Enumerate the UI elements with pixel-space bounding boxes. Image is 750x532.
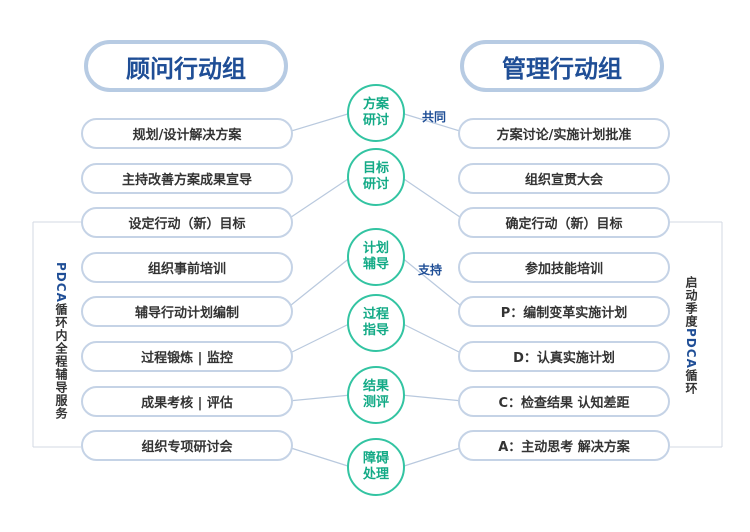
- step-circle-label: 方案研讨: [362, 97, 389, 128]
- step-circle: 计划辅导: [347, 228, 405, 286]
- connector-line: [282, 256, 352, 312]
- left-side-label-text: 循环内全程辅导服务: [54, 302, 68, 420]
- connector-line: [400, 176, 469, 223]
- management-group-title: 管理行动组: [460, 40, 664, 92]
- connector-line: [282, 176, 352, 223]
- management-task-box: D：认真实施计划: [458, 341, 670, 372]
- management-task-box: 确定行动（新）目标: [458, 207, 670, 238]
- step-circle-label: 障碍处理: [362, 451, 389, 482]
- connector-line: [400, 256, 469, 312]
- left-side-label: PDCA循环内全程辅导服务: [53, 262, 70, 420]
- consultant-task-box: 成果考核 | 评估: [81, 386, 293, 417]
- step-circle-label: 过程指导: [362, 307, 389, 338]
- support-tag: 支持: [418, 263, 443, 277]
- right-side-label-prefix: 启动季度: [684, 276, 698, 328]
- step-circle: 目标研讨: [347, 148, 405, 206]
- management-task-box: C：检查结果 认知差距: [458, 386, 670, 417]
- connector-line: [282, 322, 352, 358]
- management-task-box: 方案讨论/实施计划批准: [458, 118, 670, 149]
- consultant-group-title: 顾问行动组: [84, 40, 288, 92]
- right-side-label-text: 循环: [684, 368, 698, 395]
- connector-line: [282, 112, 352, 135]
- step-circle-label: 结果测评: [362, 379, 389, 410]
- connector-line: [400, 112, 469, 135]
- step-circle: 过程指导: [347, 294, 405, 352]
- management-task-box: 组织宣贯大会: [458, 163, 670, 194]
- right-side-label: 启动季度PDCA循环: [683, 276, 700, 395]
- connector-line: [400, 322, 469, 358]
- common-tag: 共同: [422, 110, 447, 124]
- management-task-box: A：主动思考 解决方案: [458, 430, 670, 461]
- consultant-task-box: 辅导行动计划编制: [81, 296, 293, 327]
- management-task-box: P：编制变革实施计划: [458, 296, 670, 327]
- consultant-task-box: 组织专项研讨会: [81, 430, 293, 461]
- connector-line: [400, 444, 469, 468]
- step-circle: 结果测评: [347, 366, 405, 424]
- connector-line: [400, 394, 469, 403]
- step-circle-label: 目标研讨: [362, 161, 389, 192]
- consultant-task-box: 组织事前培训: [81, 252, 293, 283]
- connector-line: [282, 394, 352, 403]
- step-circle-label: 计划辅导: [362, 241, 389, 272]
- management-task-box: 参加技能培训: [458, 252, 670, 283]
- right-side-label-pdca: PDCA: [684, 328, 698, 369]
- consultant-task-box: 规划/设计解决方案: [81, 118, 293, 149]
- step-circle: 障碍处理: [347, 438, 405, 496]
- consultant-task-box: 设定行动（新）目标: [81, 207, 293, 238]
- left-side-label-pdca: PDCA: [54, 262, 68, 303]
- connector-line: [282, 444, 352, 468]
- consultant-task-box: 过程锻炼 | 监控: [81, 341, 293, 372]
- consultant-task-box: 主持改善方案成果宣导: [81, 163, 293, 194]
- step-circle: 方案研讨: [347, 84, 405, 142]
